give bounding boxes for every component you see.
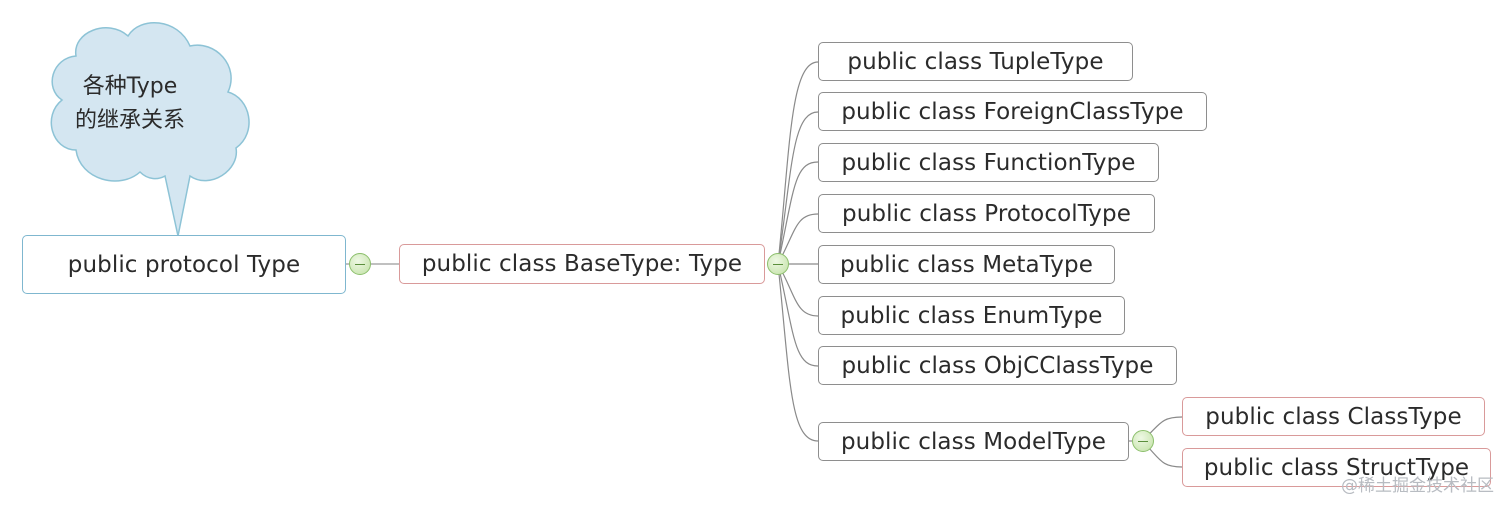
child-label: public class ForeignClassType bbox=[841, 98, 1184, 125]
callout-text: 各种Type 的继承关系 bbox=[62, 70, 198, 138]
child-node-function[interactable]: public class FunctionType bbox=[818, 143, 1159, 182]
children-connectors bbox=[777, 61, 819, 442]
root-node-label: public protocol Type bbox=[67, 251, 301, 278]
grandchild-label: public class StructType bbox=[1203, 454, 1470, 481]
child-label: public class EnumType bbox=[840, 302, 1103, 329]
grandchild-node-class[interactable]: public class ClassType bbox=[1182, 397, 1485, 436]
connector-objc bbox=[777, 263, 819, 367]
callout-line2: 的继承关系 bbox=[74, 108, 185, 133]
child-label: public class FunctionType bbox=[841, 149, 1136, 176]
watermark-text: @稀土掘金技术社区 bbox=[1341, 476, 1494, 496]
child-node-enum[interactable]: public class EnumType bbox=[818, 296, 1125, 335]
child-node-objc-class[interactable]: public class ObjCClassType bbox=[818, 346, 1177, 385]
base-type-label: public class BaseType: Type bbox=[421, 251, 743, 277]
child-label: public class MetaType bbox=[840, 251, 1093, 278]
collapse-toggle-root[interactable] bbox=[349, 253, 371, 275]
root-node[interactable]: public protocol Type bbox=[22, 235, 346, 294]
grandchild-node-struct[interactable]: public class StructType bbox=[1182, 448, 1491, 487]
child-node-protocol[interactable]: public class ProtocolType bbox=[818, 194, 1155, 233]
connector-tuple bbox=[777, 61, 819, 265]
child-label: public class TupleType bbox=[847, 48, 1104, 75]
connector-model bbox=[777, 263, 819, 442]
child-label: public class ModelType bbox=[840, 428, 1106, 455]
collapse-toggle-base[interactable] bbox=[767, 253, 789, 275]
collapse-toggle-model[interactable] bbox=[1132, 430, 1154, 452]
child-node-foreign-class[interactable]: public class ForeignClassType bbox=[818, 92, 1207, 131]
callout-line1: 各种Type bbox=[82, 74, 178, 99]
grandchild-label: public class ClassType bbox=[1205, 403, 1462, 430]
child-label: public class ProtocolType bbox=[842, 200, 1131, 227]
connector-function bbox=[777, 161, 819, 265]
child-node-meta[interactable]: public class MetaType bbox=[818, 245, 1115, 284]
child-node-model[interactable]: public class ModelType bbox=[818, 422, 1129, 461]
child-label: public class ObjCClassType bbox=[841, 352, 1154, 379]
callout-cloud bbox=[50, 22, 250, 237]
base-type-node[interactable]: public class BaseType: Type bbox=[399, 244, 765, 284]
connector-foreign bbox=[777, 111, 819, 265]
child-node-tuple[interactable]: public class TupleType bbox=[818, 42, 1133, 81]
